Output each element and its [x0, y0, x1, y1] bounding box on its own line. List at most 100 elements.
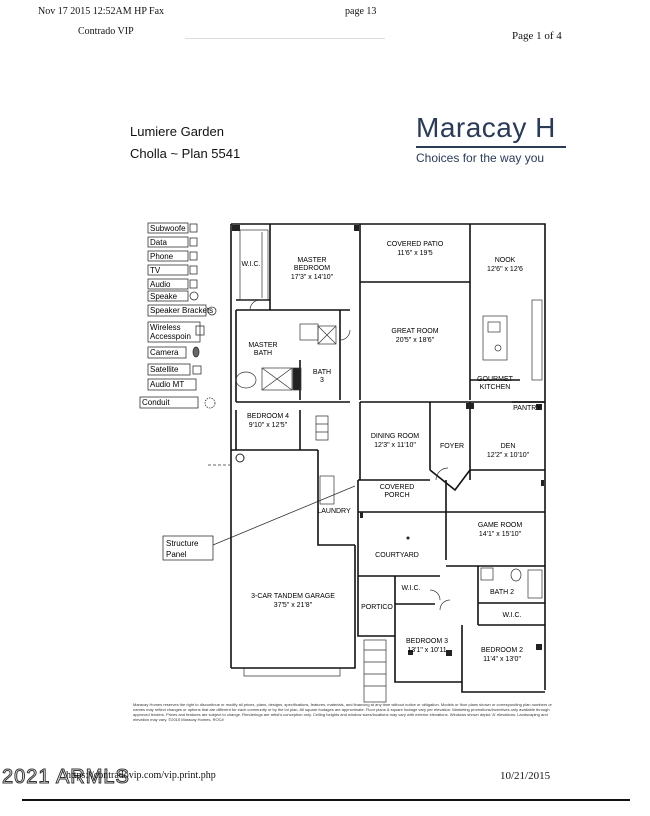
satellite-symbol-icon: [192, 365, 202, 375]
room-name-wic3: W.I.C.: [502, 612, 521, 619]
community-name: Lumiere Garden: [130, 124, 224, 139]
room-name-covered_patio: COVERED PATIO: [387, 241, 444, 248]
disclaimer-text: Maracay Homes reserves the right to disc…: [133, 702, 552, 722]
brand-logo-text: Maracay H: [416, 112, 556, 143]
speaker-symbol-icon: [189, 291, 199, 301]
walkway: [363, 639, 387, 703]
sink-icon: [487, 321, 501, 333]
room-name-laundry: LAUNDRY: [317, 508, 351, 515]
legend-label: Speake: [150, 292, 178, 301]
legend-symbol: [189, 223, 198, 233]
legend-label: TV: [150, 266, 161, 275]
room-dim-bedroom2: 11'4" x 13'0": [483, 656, 521, 663]
legend: [139, 222, 217, 409]
room-dim-bedroom3: 13'1" x 10'11: [407, 647, 446, 654]
room-name-master_bath: BATH: [254, 350, 272, 357]
device-marker: [360, 512, 363, 518]
legend-label: Conduit: [142, 398, 170, 407]
door-swing: [429, 589, 441, 601]
room-dim-game_room: 14'1" x 15'10": [479, 531, 522, 538]
device-marker: [541, 480, 544, 486]
room-name-garage: 3-CAR TANDEM GARAGE: [251, 593, 335, 600]
watermark: 2021 ARMLS: [2, 766, 130, 789]
wall: [357, 576, 395, 637]
room-dim-covered_patio: 11'6" x 19'5: [397, 250, 432, 257]
legend-box: [147, 363, 191, 376]
legend-symbol: [189, 265, 198, 275]
brand-rule: [416, 146, 566, 148]
tub-icon: [235, 371, 257, 389]
plan-name: Cholla ~ Plan 5541: [130, 146, 241, 161]
camera-symbol-icon: [192, 346, 200, 358]
legend-label: Phone: [150, 252, 174, 261]
device-marker: [536, 404, 542, 410]
legend-symbol: [189, 251, 198, 261]
room-dim-den: 12'2" x 10'10": [487, 452, 530, 459]
room-name-courtyard: COURTYARD: [375, 552, 419, 559]
bottom-rule: [22, 799, 630, 801]
device-marker: [354, 225, 359, 231]
room-dim-dining_room: 12'3" x 11'10": [374, 442, 416, 449]
legend-label: Satellite: [150, 365, 179, 374]
legend-box: [147, 278, 189, 290]
structure-panel-box: [162, 535, 214, 561]
room-name-game_room: GAME ROOM: [478, 522, 523, 529]
structure-panel-label: Structure: [166, 539, 199, 548]
print-date: 10/21/2015: [500, 770, 551, 782]
device-marker: [466, 403, 474, 409]
courtyard-dot: [406, 536, 410, 540]
conduit-symbol-icon: [204, 397, 216, 409]
legend-box: [147, 378, 197, 391]
panel-fill: [292, 367, 302, 391]
legend-symbol: [189, 279, 198, 289]
device-marker: [408, 650, 413, 655]
structure-panel-leader: [212, 485, 356, 546]
door-swing: [435, 467, 449, 481]
legend-label: Wireless: [150, 323, 181, 332]
room-name-wic_master: W.I.C.: [241, 261, 260, 268]
bracket-symbol-icon: [207, 306, 217, 316]
device-marker: [446, 650, 452, 656]
room-name-wic2: W.I.C.: [401, 585, 420, 592]
legend-box: [147, 250, 189, 262]
room-dim-bedroom4: 9'10" x 12'5": [249, 422, 288, 429]
legend-box: [147, 290, 189, 302]
washer-icon: [319, 475, 335, 505]
page-count: Page 1 of 4: [512, 30, 562, 42]
legend-label: Data: [150, 238, 167, 247]
door-swing: [339, 329, 351, 341]
stairs-icon: [315, 415, 329, 441]
legend-box: [139, 396, 199, 409]
room-name-master_bath: MASTER: [248, 342, 277, 349]
door-swing: [439, 599, 451, 611]
room-name-gourmet_kitchen: GOURMET: [477, 376, 514, 383]
brand-tagline: Choices for the way you: [416, 151, 545, 165]
room-dim-great_room: 20'5" x 18'6": [396, 337, 435, 344]
fax-header-page: page 13: [345, 6, 377, 17]
structure-panel-label: Panel: [166, 550, 187, 559]
wall: [317, 450, 355, 546]
room-name-covered_porch: PORCH: [384, 492, 409, 499]
faint-scan-line: [185, 38, 385, 39]
legend-box: [147, 222, 189, 234]
legend-box: [147, 346, 187, 359]
room-name-den: DEN: [501, 443, 516, 450]
legend-box: [147, 321, 201, 343]
door-swing: [249, 299, 261, 311]
legend-box: [147, 236, 189, 248]
legend-label: Camera: [150, 348, 179, 357]
room-name-pantry: PANTRY: [513, 405, 541, 412]
wall: [429, 469, 471, 492]
legend-label: Audio: [150, 280, 171, 289]
fax-header-datetime: Nov 17 2015 12:52AM HP Fax: [38, 6, 165, 17]
room-name-master_bedroom: MASTER: [297, 257, 326, 264]
print-url: https://contradovip.com/vip.print.php: [66, 770, 216, 781]
room-name-dining_room: DINING ROOM: [371, 433, 419, 440]
cooktop-icon: [494, 344, 502, 352]
room-dim-garage: 37'5" x 21'8": [274, 602, 313, 609]
legend-box: [147, 264, 189, 276]
wic-shelving: [239, 229, 269, 301]
room-name-bedroom4: BEDROOM 4: [247, 413, 289, 420]
room-name-bath3: BATH: [313, 369, 331, 376]
